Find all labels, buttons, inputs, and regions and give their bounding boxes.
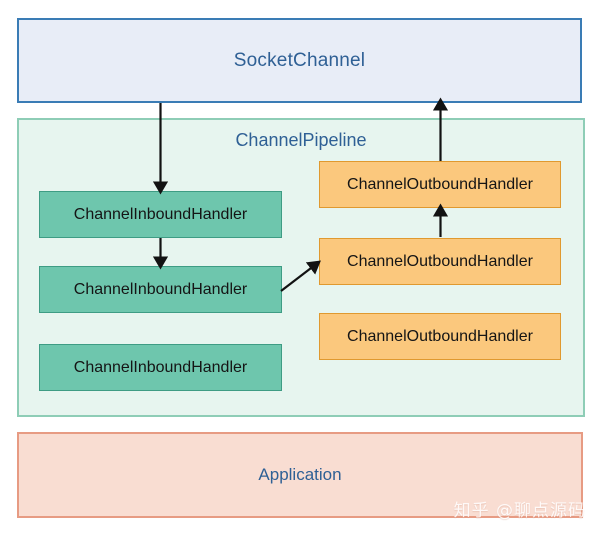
application-label: Application (258, 465, 342, 484)
channel-outbound-handler-box: ChannelOutboundHandler (319, 161, 561, 208)
channel-outbound-handler-label: ChannelOutboundHandler (347, 327, 533, 345)
application-box: Application (17, 432, 583, 518)
channel-inbound-handler-box: ChannelInboundHandler (39, 344, 282, 391)
channel-pipeline-label: ChannelPipeline (235, 130, 367, 150)
channel-outbound-handler-label: ChannelOutboundHandler (347, 175, 533, 193)
channel-inbound-handler-label: ChannelInboundHandler (73, 280, 248, 298)
channel-inbound-handler-label: ChannelInboundHandler (73, 358, 248, 376)
watermark: 知乎 @聊点源码 (453, 501, 586, 521)
socket-channel-box: SocketChannel (17, 18, 582, 103)
channel-inbound-handler-label: ChannelInboundHandler (73, 205, 248, 223)
channel-outbound-handler-box: ChannelOutboundHandler (319, 238, 561, 285)
channel-outbound-handler-label: ChannelOutboundHandler (347, 252, 533, 270)
socket-channel-label: SocketChannel (233, 49, 366, 71)
channel-outbound-handler-box: ChannelOutboundHandler (319, 313, 561, 360)
channel-inbound-handler-box: ChannelInboundHandler (39, 191, 282, 238)
channel-inbound-handler-box: ChannelInboundHandler (39, 266, 282, 313)
